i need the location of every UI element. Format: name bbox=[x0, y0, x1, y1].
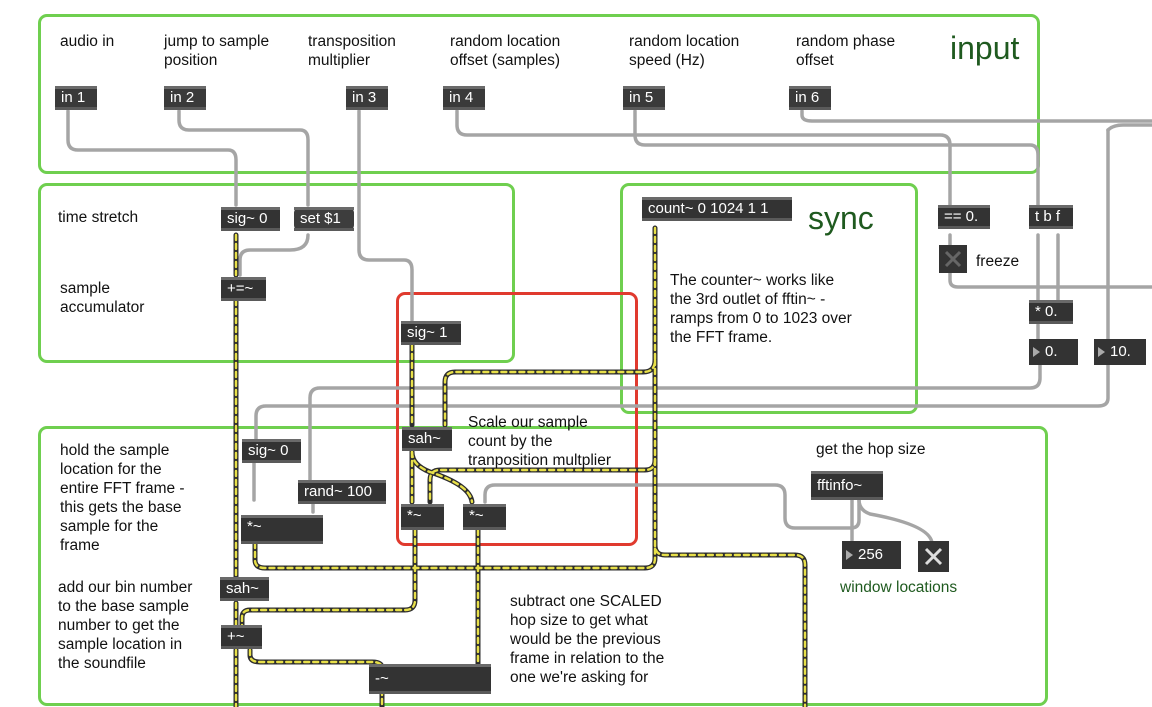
triangle-icon bbox=[1098, 347, 1105, 357]
transposition-panel bbox=[396, 292, 638, 546]
x-icon bbox=[924, 547, 943, 566]
triangle-icon bbox=[1033, 347, 1040, 357]
fftinfo-object[interactable]: fftinfo~ bbox=[811, 471, 883, 500]
inlet-1[interactable]: in 1 bbox=[55, 86, 97, 110]
multiply-signal-a[interactable]: *~ bbox=[241, 515, 323, 544]
set-message[interactable]: set $1 bbox=[294, 207, 354, 231]
sah-object-b[interactable]: sah~ bbox=[220, 577, 269, 601]
sync-section-title: sync bbox=[808, 200, 874, 236]
plus-signal-object[interactable]: +~ bbox=[221, 625, 262, 649]
input-panel bbox=[38, 14, 1040, 174]
freeze-comment: freeze bbox=[976, 253, 1020, 270]
multiply-signal-b[interactable]: *~ bbox=[401, 504, 444, 530]
random-offset-label: random location offset (samples) bbox=[450, 33, 561, 69]
jump-label: jump to sample position bbox=[164, 33, 270, 69]
inlet-2[interactable]: in 2 bbox=[164, 86, 206, 110]
rand-object[interactable]: rand~ 100 bbox=[298, 480, 386, 504]
sample-accumulator-comment: sample accumulator bbox=[60, 280, 145, 316]
window-locations-comment: window locations bbox=[840, 579, 958, 596]
transposition-label: transposition multiplier bbox=[308, 33, 396, 69]
number-box-b[interactable]: 10. bbox=[1094, 339, 1146, 365]
sync-panel bbox=[620, 183, 918, 414]
window-toggle[interactable] bbox=[918, 541, 949, 572]
inlet-5[interactable]: in 5 bbox=[623, 86, 665, 110]
sig-1-object[interactable]: sig~ 1 bbox=[401, 321, 461, 345]
hop-size-value: 256 bbox=[858, 546, 884, 563]
random-speed-label: random location speed (Hz) bbox=[629, 33, 740, 69]
time-stretch-comment: time stretch bbox=[58, 209, 139, 226]
sig-0-object[interactable]: sig~ 0 bbox=[221, 207, 280, 231]
inlet-4[interactable]: in 4 bbox=[443, 86, 485, 110]
counter-description: The counter~ works like the 3rd outlet o… bbox=[670, 272, 852, 346]
fft-panel bbox=[38, 426, 1048, 706]
scale-comment: Scale our sample count by the tranpositi… bbox=[468, 414, 612, 469]
hold-comment: hold the sample location for the entire … bbox=[60, 442, 185, 554]
random-phase-label: random phase offset bbox=[796, 33, 896, 69]
sah-object-a[interactable]: sah~ bbox=[402, 427, 452, 451]
triangle-icon bbox=[846, 550, 853, 560]
number-box-a[interactable]: 0. bbox=[1029, 339, 1078, 365]
inlet-3[interactable]: in 3 bbox=[346, 86, 388, 110]
sig-0-object-b[interactable]: sig~ 0 bbox=[242, 439, 301, 463]
inlet-6[interactable]: in 6 bbox=[789, 86, 831, 110]
multiply-signal-c[interactable]: *~ bbox=[463, 504, 506, 530]
time-stretch-panel bbox=[38, 183, 515, 363]
add-bin-comment: add our bin number to the base sample nu… bbox=[58, 579, 193, 672]
number-box-a-value: 0. bbox=[1045, 343, 1058, 360]
subtract-comment: subtract one SCALED hop size to get what… bbox=[510, 593, 665, 686]
count-object[interactable]: count~ 0 1024 1 1 bbox=[642, 197, 792, 221]
freeze-toggle[interactable] bbox=[939, 245, 967, 273]
audio-in-label: audio in bbox=[60, 33, 115, 50]
trigger-object[interactable]: t b f bbox=[1029, 205, 1073, 229]
number-box-b-value: 10. bbox=[1110, 343, 1131, 360]
accumulator-object[interactable]: +=~ bbox=[221, 277, 266, 301]
equals-zero-object[interactable]: == 0. bbox=[938, 205, 990, 229]
get-hop-comment: get the hop size bbox=[816, 441, 926, 458]
multiply-zero-object[interactable]: * 0. bbox=[1029, 300, 1073, 324]
x-icon bbox=[944, 250, 962, 268]
hop-size-number[interactable]: 256 bbox=[842, 541, 901, 569]
input-section-title: input bbox=[950, 30, 1020, 66]
minus-signal-object[interactable]: -~ bbox=[369, 664, 491, 694]
